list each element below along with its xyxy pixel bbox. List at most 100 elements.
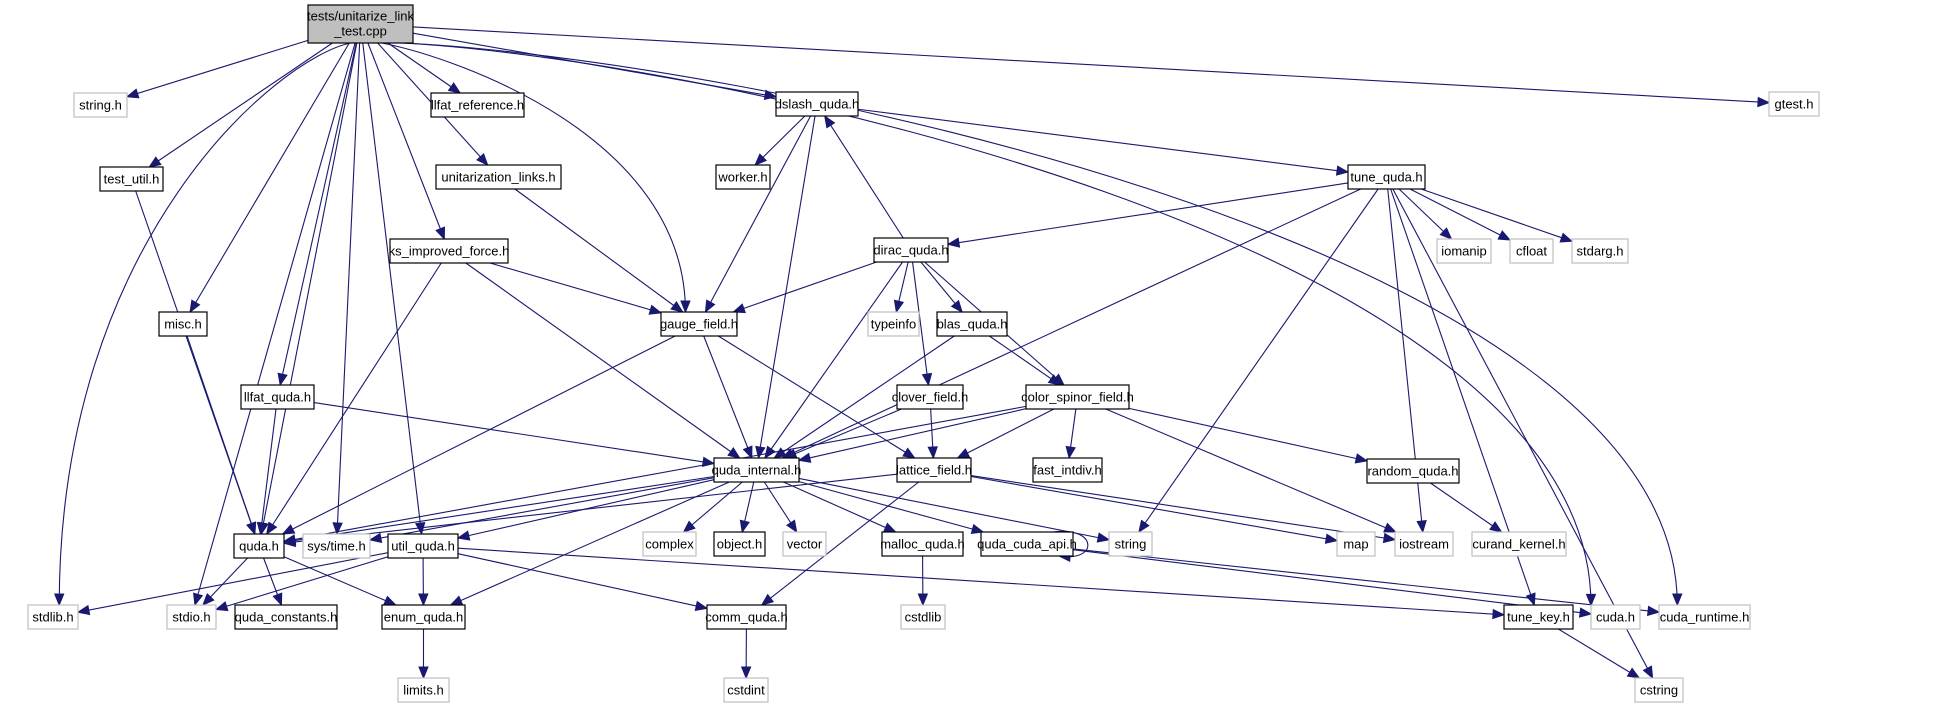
node-dirac-quda-h[interactable]: dirac_quda.h <box>873 237 949 263</box>
edge-root-to-cuda_h <box>400 42 1592 606</box>
edge-arrowhead <box>732 303 746 314</box>
node-label: cuda_runtime.h <box>1660 610 1750 625</box>
node-quda-h[interactable]: quda.h <box>233 533 285 559</box>
node-test-util-h[interactable]: test_util.h <box>99 166 164 192</box>
node-label: stdio.h <box>172 610 210 625</box>
edge-arrowhead <box>704 299 716 314</box>
edge-blas_quda_h-to-quda_internal_h <box>773 335 955 459</box>
node-label: iostream <box>1399 537 1449 552</box>
node-unitarization-links-h[interactable]: unitarization_links.h <box>435 164 562 190</box>
edge-arrowhead <box>266 521 278 536</box>
node-string: string <box>1108 531 1153 557</box>
node-box <box>1571 238 1629 264</box>
node-label: gauge_field.h <box>660 317 738 332</box>
node-iomanip: iomanip <box>1436 238 1492 264</box>
node-label: worker.h <box>717 170 767 185</box>
node-ks-improved-force-h[interactable]: ks_improved_force.h <box>389 238 510 264</box>
node-dslash-quda-h[interactable]: dslash_quda.h <box>775 91 860 117</box>
edge-dirac_quda_h-to-quda_internal_h <box>764 261 904 459</box>
edge-root-to-llfat_quda_h <box>279 42 357 386</box>
node-enum-quda-h[interactable]: enum_quda.h <box>381 604 466 630</box>
node-label: comm_quda.h <box>705 610 787 625</box>
edge-arrowhead <box>1065 445 1076 460</box>
edge-root-to-util_quda_h <box>362 42 423 535</box>
edge-arrowhead <box>272 592 283 607</box>
edge-arrowhead <box>764 445 776 460</box>
node-label: sys/time.h <box>307 539 366 554</box>
node-label: quda_constants.h <box>235 610 338 625</box>
edge-arrowhead <box>246 521 257 536</box>
node-random-quda-h[interactable]: random_quda.h <box>1366 458 1460 484</box>
node-label: llfat_quda.h <box>244 390 311 405</box>
edge-clover_field_h-to-quda_internal_h <box>784 408 902 459</box>
edge-llfat_quda_h-to-quda_internal_h <box>313 402 715 465</box>
edge-quda_internal_h-to-quda_h <box>283 475 715 543</box>
node-label: quda_internal.h <box>712 463 802 478</box>
node-llfat-quda-h[interactable]: llfat_quda.h <box>240 384 315 410</box>
node-box <box>715 164 771 190</box>
node-object-h[interactable]: object.h <box>713 531 766 557</box>
node-sys-time-h: sys/time.h <box>302 533 371 559</box>
node-box <box>381 604 466 630</box>
node-clover-field-h[interactable]: clover_field.h <box>892 384 969 410</box>
node-quda-cuda-api-h[interactable]: quda_cuda_api.h <box>977 531 1077 557</box>
node-gauge-field-h[interactable]: gauge_field.h <box>660 311 738 337</box>
node-label: blas_quda.h <box>937 317 1008 332</box>
node-label: stdlib.h <box>32 610 73 625</box>
node-box <box>1768 91 1820 117</box>
edge-arrowhead <box>742 445 753 460</box>
node-box <box>1436 238 1492 264</box>
node-lattice-field-h[interactable]: lattice_field.h <box>896 457 972 483</box>
edge-root-to-stdlib_h <box>58 42 351 606</box>
edge-ks_improved_force_h-to-gauge_field_h <box>489 262 662 314</box>
node-box <box>389 238 509 264</box>
node-box <box>896 384 964 410</box>
edge-lattice_field_h-to-comm_quda_h <box>761 481 920 606</box>
edge-arrowhead <box>435 226 446 241</box>
node-box <box>302 533 371 559</box>
edge-color_spinor_field_h-to-quda_internal_h <box>798 408 1027 461</box>
edge-arrowhead <box>418 593 429 607</box>
edge-arrowhead <box>970 523 985 535</box>
node-misc-h[interactable]: misc.h <box>158 311 208 337</box>
edge-arrowhead <box>797 452 812 463</box>
edge-tune_key_h-to-cstring <box>1558 628 1640 679</box>
node-quda-internal-h[interactable]: quda_internal.h <box>712 457 802 483</box>
edge-root-to-sys_time_h <box>336 42 361 535</box>
node-blas-quda-h[interactable]: blas_quda.h <box>936 311 1008 337</box>
node-label: stdarg.h <box>1577 244 1624 259</box>
node-comm-quda-h[interactable]: comm_quda.h <box>705 604 788 630</box>
node-iostream: iostream <box>1394 531 1454 557</box>
node-tune-quda-h[interactable]: tune_quda.h <box>1347 164 1426 190</box>
node-label: string <box>1115 537 1147 552</box>
node-stdio-h: stdio.h <box>166 604 217 630</box>
node-label: malloc_quda.h <box>880 537 965 552</box>
node-color-spinor-field-h[interactable]: color_spinor_field.h <box>1021 384 1134 410</box>
node-box <box>1394 531 1454 557</box>
edge-color_spinor_field_h-to-random_quda_h <box>1128 407 1368 462</box>
node-util-quda-h[interactable]: util_quda.h <box>387 533 459 559</box>
node-limits-h: limits.h <box>397 677 450 703</box>
edge-arrowhead <box>917 593 929 607</box>
edge-arrowhead <box>1096 532 1111 543</box>
edge-tune_quda_h-to-cfloat <box>1409 188 1511 241</box>
edge-arrowhead <box>189 299 201 314</box>
edge-root-to-cuda_runtime_h <box>403 42 1678 606</box>
edge-arrowhead <box>1672 593 1683 607</box>
edge-quda_internal_h-to-string <box>798 477 1110 541</box>
node-malloc-quda-h[interactable]: malloc_quda.h <box>880 531 965 557</box>
node-label: ks_improved_force.h <box>389 244 510 259</box>
node-label: cstdint <box>727 683 765 698</box>
node-fast-intdiv-h[interactable]: fast_intdiv.h <box>1032 457 1103 483</box>
node-box <box>99 166 164 192</box>
edge-lattice_field_h-to-iostream <box>970 475 1396 541</box>
edge-arrowhead <box>682 520 696 533</box>
edge-root-to-ks_improved_force_h <box>367 42 445 240</box>
edge-arrowhead <box>824 114 836 129</box>
node-worker-h[interactable]: worker.h <box>715 164 771 190</box>
node-box <box>1025 384 1130 410</box>
node-tune-key-h[interactable]: tune_key.h <box>1503 604 1574 630</box>
node-quda-constants-h[interactable]: quda_constants.h <box>234 604 338 630</box>
node-llfat-reference-h[interactable]: llfat_reference.h <box>430 92 525 118</box>
node-label: quda.h <box>239 539 279 554</box>
